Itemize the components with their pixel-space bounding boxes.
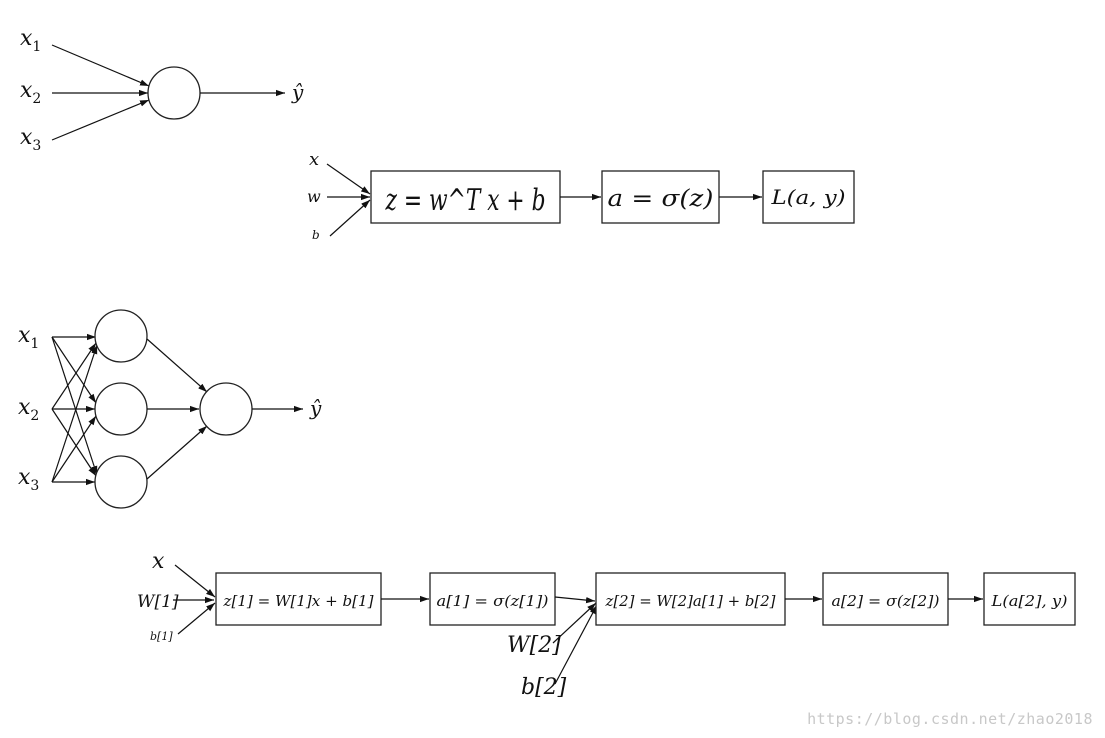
- edge-x1-neuron: [51, 44, 150, 87]
- sigmoid-box: [601, 170, 720, 224]
- linear-box-label: z = w^T x + b: [385, 183, 546, 218]
- input-x1-label: x1: [18, 323, 39, 352]
- two-layer-computation-graph: x W[1] b[1] z[1] = W[1]x + b[1] a[1] = σ…: [137, 549, 1076, 700]
- input-x-label: x: [152, 549, 165, 574]
- edge-x2-h1: [51, 342, 97, 410]
- layer2-sigmoid-label: a[2] = σ(z[2]): [832, 592, 940, 610]
- sigmoid-box-label: a = σ(z): [608, 186, 714, 212]
- output-yhat-label: ŷ: [309, 396, 322, 420]
- hidden-node-2: [94, 382, 148, 436]
- input-b2-label: b[2]: [521, 675, 567, 700]
- loss-box-label: L(a[2], y): [990, 592, 1067, 610]
- edge-x2-h3: [51, 408, 97, 477]
- layer1-linear-box: [215, 572, 382, 626]
- input-x-label: x: [309, 149, 319, 170]
- two-layer-network-diagram: x1 x2 x3 ŷ: [18, 309, 322, 509]
- source-watermark: https://blog.csdn.net/zhao2018: [807, 710, 1093, 728]
- input-x1-label: x1: [20, 26, 41, 55]
- loss-box: [762, 170, 855, 224]
- layer2-linear-label: z[2] = W[2]a[1] + b[2]: [605, 592, 776, 610]
- layer1-sigmoid-label: a[1] = σ(z[1]): [437, 592, 549, 610]
- layer2-sigmoid-box: [822, 572, 949, 626]
- output-yhat-label: ŷ: [291, 80, 304, 104]
- hidden-node-3: [94, 455, 148, 509]
- input-x2-label: x2: [20, 78, 41, 107]
- hidden-node-1: [94, 309, 148, 363]
- loss-box-label: L(a, y): [770, 185, 845, 209]
- edge-h3-out: [146, 425, 208, 480]
- edge-x1-h2: [51, 336, 97, 404]
- linear-box: [370, 170, 561, 224]
- input-w-label: w: [307, 187, 321, 206]
- edge-x-box1: [174, 564, 216, 598]
- edge-x3-h1: [51, 344, 98, 483]
- layer1-linear-label: z[1] = W[1]x + b[1]: [222, 592, 373, 610]
- edge-box2-box3: [554, 596, 596, 604]
- single-neuron-diagram: x1 x2 x3 ŷ: [20, 26, 304, 154]
- logistic-regression-graph: x w b z = w^T x + b a = σ(z) L(a, y): [307, 149, 855, 242]
- input-x3-label: x3: [18, 465, 39, 494]
- layer1-sigmoid-box: [429, 572, 556, 626]
- edge-b2-box3: [554, 604, 598, 685]
- output-node: [199, 382, 253, 436]
- input-x2-label: x2: [18, 395, 39, 424]
- edge-x-box1: [326, 163, 371, 195]
- layer2-linear-box: [595, 572, 786, 626]
- edge-x1-h3: [51, 336, 98, 476]
- input-x3-label: x3: [20, 125, 41, 154]
- edge-h1-out: [146, 338, 208, 393]
- edge-b1-box1: [177, 602, 216, 635]
- input-b1-label: b[1]: [150, 630, 173, 643]
- input-W2-label: W[2]: [507, 633, 561, 658]
- neuron-node: [147, 66, 201, 120]
- input-b-label: b: [312, 228, 320, 242]
- edge-x3-neuron: [51, 99, 150, 141]
- edge-b-box1: [329, 199, 371, 237]
- edge-W2-box3: [552, 602, 597, 644]
- loss-box: [983, 572, 1076, 626]
- input-W1-label: W[1]: [137, 592, 179, 612]
- edge-x3-h2: [51, 415, 97, 483]
